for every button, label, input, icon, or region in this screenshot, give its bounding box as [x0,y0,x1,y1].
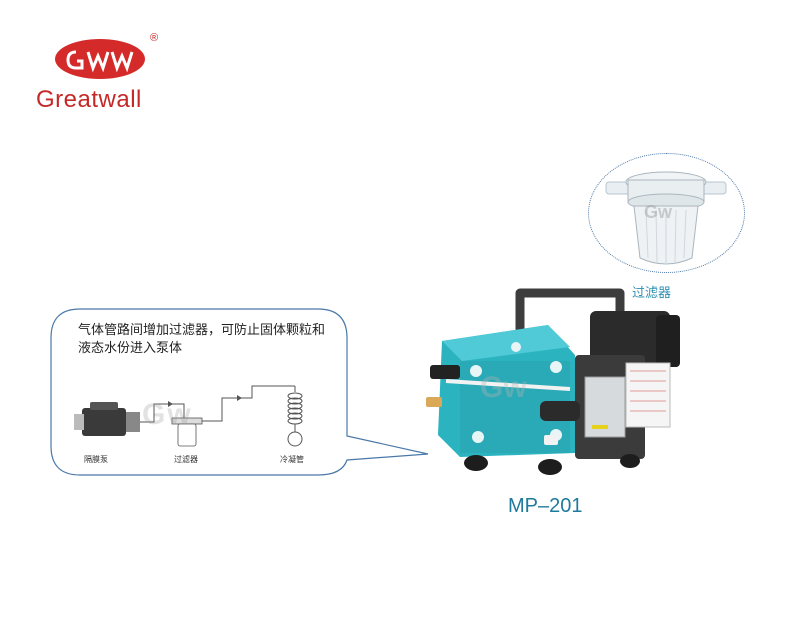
registered-mark: ® [150,32,159,44]
brand-mark-icon [55,39,145,79]
filter-setup-diagram: 隔膜泵 过滤器 冷凝管 Gw [72,378,372,473]
diagram-watermark: Gw [142,398,193,431]
product-model: MP–201 [508,495,583,517]
diagram-label-filter: 过滤器 [174,455,198,464]
brand-logo: ® Greatwall [36,30,176,114]
pump-watermark: Gw [480,371,527,404]
callout-box: 气体管路间增加过滤器，可防止固体颗粒和液态水份进入泵体 [50,308,440,478]
diagram-label-pump: 隔膜泵 [84,455,108,464]
filter-label: 过滤器 [632,286,672,301]
diaphragm-pump-image: Gw [426,288,680,475]
filter-product-image: Gw [605,171,727,265]
filter-watermark: Gw [644,202,673,222]
diagram-label-condenser: 冷凝管 [280,455,304,464]
callout-description: 气体管路间增加过滤器，可防止固体颗粒和液态水份进入泵体 [78,323,326,356]
setup-schematic [74,385,303,447]
brand-name: Greatwall [36,86,142,113]
callout-border [50,308,429,476]
filter-inset-circle [588,153,745,273]
